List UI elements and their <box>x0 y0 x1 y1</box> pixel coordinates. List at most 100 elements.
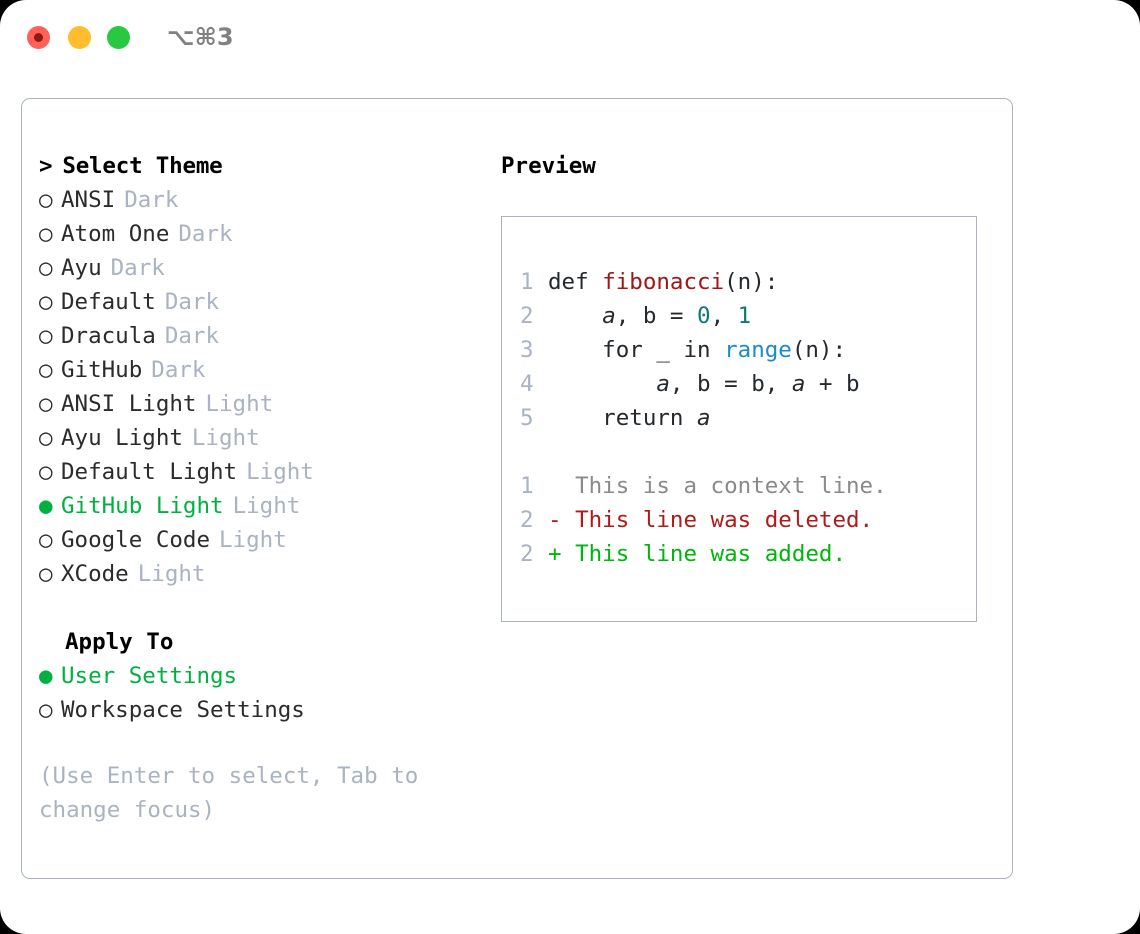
diff-marker <box>548 473 562 499</box>
theme-item-kind: Light <box>219 527 287 553</box>
theme-item-kind: Light <box>191 425 260 451</box>
code-token <box>548 371 656 397</box>
code-line: 5 return a <box>520 401 976 435</box>
radio-unselected-icon: ○ <box>39 289 53 315</box>
shortcut-label: ⌥⌘3 <box>167 23 234 51</box>
radio-unselected-icon: ○ <box>39 221 53 247</box>
theme-item[interactable]: ○ ANSI Dark <box>39 183 479 217</box>
theme-item-kind: Dark <box>164 323 220 349</box>
radio-unselected-icon: ○ <box>39 255 53 281</box>
code-token: a <box>791 371 806 397</box>
code-token: range <box>724 337 792 363</box>
radio-selected-icon: ● <box>39 493 53 519</box>
radio-unselected-icon: ○ <box>39 187 53 213</box>
radio-unselected-icon: ○ <box>39 561 53 587</box>
theme-item-kind: Light <box>137 561 206 587</box>
apply-to-list: ● User Settings ○ Workspace Settings <box>39 659 479 727</box>
diff-line-number: 2 <box>520 541 534 567</box>
code-token: + b <box>805 371 860 397</box>
code-token: 1 <box>737 303 752 329</box>
apply-to-option-label: Workspace Settings <box>61 697 305 723</box>
radio-selected-icon: ● <box>39 663 53 689</box>
code-token: 0 <box>697 303 711 329</box>
theme-item[interactable]: ● GitHub Light Light <box>39 489 479 523</box>
close-button[interactable] <box>27 26 50 49</box>
diff-marker: + <box>548 541 562 567</box>
diff-line-number: 1 <box>520 473 534 499</box>
theme-item[interactable]: ○ Atom One Dark <box>39 217 479 251</box>
theme-item-kind: Dark <box>164 289 220 315</box>
code-token: , b = b, <box>669 371 792 397</box>
theme-item[interactable]: ○ Google Code Light <box>39 523 479 557</box>
apply-to-option[interactable]: ● User Settings <box>39 659 479 693</box>
theme-item-name: Atom One <box>61 221 170 247</box>
diff-marker: - <box>548 507 562 533</box>
code-line-number: 2 <box>520 303 534 329</box>
hint-text: (Use Enter to select, Tab to change focu… <box>39 763 419 823</box>
theme-item-name: ANSI <box>61 187 116 213</box>
radio-unselected-icon: ○ <box>39 357 53 383</box>
preview-title: Preview <box>501 153 596 179</box>
code-token: fibonacci <box>602 269 725 295</box>
radio-unselected-icon: ○ <box>39 697 53 723</box>
theme-item-kind: Dark <box>124 187 179 213</box>
theme-item-name: Default Light <box>61 459 238 485</box>
caret-icon: > <box>39 153 53 179</box>
code-token: def <box>548 269 603 295</box>
maximize-button[interactable] <box>107 26 130 49</box>
title-bar: ⌥⌘3 <box>0 0 1140 78</box>
theme-item-name: Default <box>61 289 156 315</box>
radio-unselected-icon: ○ <box>39 323 53 349</box>
code-line: 3 for _ in range(n): <box>520 333 976 367</box>
theme-item[interactable]: ○ Dracula Dark <box>39 319 479 353</box>
theme-item-name: Dracula <box>61 323 156 349</box>
code-token: return <box>548 405 698 431</box>
theme-item-name: GitHub Light <box>61 493 224 519</box>
theme-item-kind: Light <box>205 391 274 417</box>
theme-item[interactable]: ○ Default Dark <box>39 285 479 319</box>
diff-sample: 1 This is a context line. 2- This line wa… <box>520 469 976 571</box>
apply-to-option-label: User Settings <box>61 663 238 689</box>
minimize-button[interactable] <box>68 26 91 49</box>
theme-item-name: XCode <box>61 561 129 587</box>
code-token <box>548 303 602 329</box>
code-line-number: 3 <box>520 337 534 363</box>
theme-item-name: GitHub <box>61 357 143 383</box>
diff-line: 1 This is a context line. <box>520 469 976 503</box>
radio-unselected-icon: ○ <box>39 527 53 553</box>
code-line-number: 5 <box>520 405 534 431</box>
select-theme-header: > Select Theme <box>39 149 479 183</box>
code-token: for _ in <box>548 337 725 363</box>
diff-line-text: This is a context line. <box>561 473 887 499</box>
code-token: (n): <box>791 337 847 363</box>
code-token: , <box>710 303 738 329</box>
theme-item-name: ANSI Light <box>61 391 197 417</box>
diff-line-text: This line was added. <box>561 541 847 567</box>
apply-to-option[interactable]: ○ Workspace Settings <box>39 693 479 727</box>
theme-item-kind: Dark <box>178 221 233 247</box>
radio-unselected-icon: ○ <box>39 425 53 451</box>
theme-item-kind: Light <box>246 459 314 485</box>
code-line: 4 a, b = b, a + b <box>520 367 976 401</box>
code-token: a <box>697 405 711 431</box>
code-token: a <box>602 303 616 329</box>
code-token: (n): <box>724 269 779 295</box>
diff-line-number: 2 <box>520 507 534 533</box>
theme-item[interactable]: ○ XCode Light <box>39 557 479 591</box>
theme-item-kind: Light <box>232 493 301 519</box>
select-theme-title: Select Theme <box>62 153 223 179</box>
diff-line-text: This line was deleted. <box>561 507 874 533</box>
theme-item-name: Google Code <box>61 527 211 553</box>
